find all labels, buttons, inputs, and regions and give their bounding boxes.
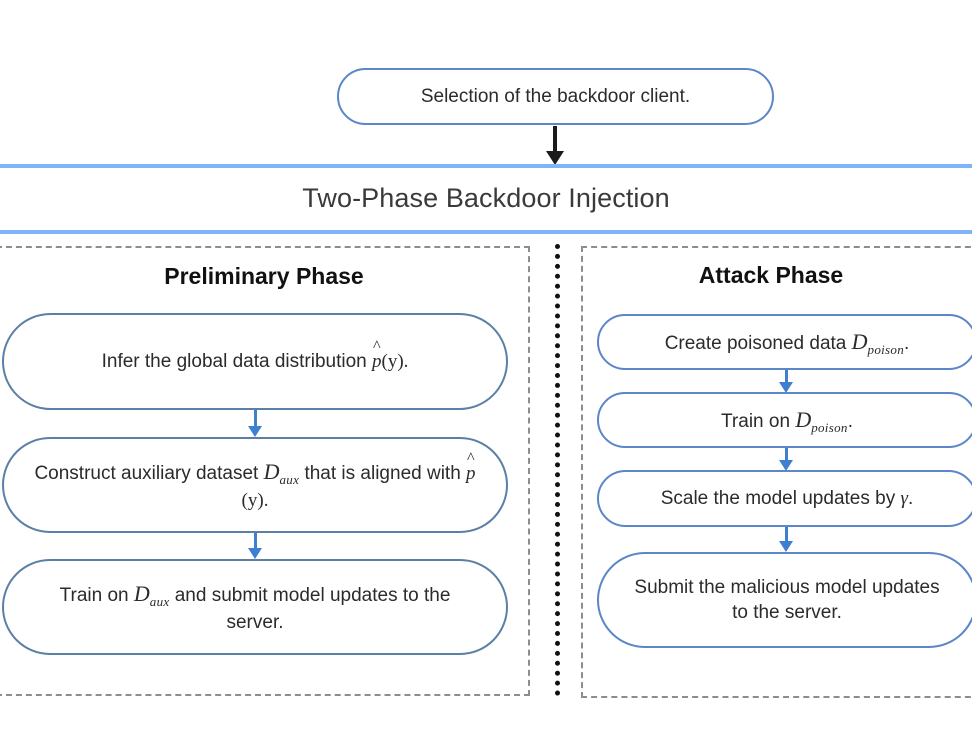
step-scale-model-updates-label: Scale the model updates by γ. (660, 487, 914, 509)
step-infer-distribution[interactable]: Infer the global data distribution p(y). (2, 313, 508, 410)
panel-attack-phase (581, 246, 972, 698)
step-train-and-submit-label: Train on Daux and submit model updates t… (59, 580, 451, 633)
arrow-head (779, 382, 793, 393)
step-scale-model-updates[interactable]: Scale the model updates by γ. (597, 470, 972, 527)
step-train-on-poison-label: Train on Dpoison. (721, 406, 853, 435)
arrow-shaft (553, 126, 557, 153)
arrow-shaft (784, 448, 788, 461)
step-create-poisoned-data-label: Create poisoned data Dpoison. (664, 328, 910, 357)
step-submit-malicious-updates[interactable]: Submit the malicious model updates to th… (597, 552, 972, 648)
step-train-on-poison[interactable]: Train on Dpoison. (597, 392, 972, 448)
panel-title-attack-phase: Attack Phase (698, 262, 844, 288)
step-create-poisoned-data[interactable]: Create poisoned data Dpoison. (597, 314, 972, 370)
arrow-head (248, 426, 262, 437)
banner-rule-bottom (0, 230, 972, 234)
step-construct-auxiliary-dataset[interactable]: Construct auxiliary dataset Daux that is… (2, 437, 508, 533)
step-construct-auxiliary-dataset-label: Construct auxiliary dataset Daux that is… (30, 457, 480, 513)
arrow-head (779, 541, 793, 552)
banner-title: Two-Phase Backdoor Injection (302, 183, 670, 213)
arrow-shaft (784, 527, 788, 541)
step-infer-distribution-label: Infer the global data distribution p(y). (102, 349, 409, 374)
arrow-shaft (253, 410, 257, 426)
step-train-and-submit[interactable]: Train on Daux and submit model updates t… (2, 559, 508, 655)
arrow-shaft (253, 533, 257, 548)
phase-divider (555, 244, 560, 696)
node-selection-of-backdoor-client[interactable]: Selection of the backdoor client. (337, 68, 774, 125)
panel-title-preliminary-phase: Preliminary Phase (164, 263, 364, 289)
arrow-head (779, 460, 793, 471)
arrow-shaft (784, 370, 788, 383)
arrow-head (546, 151, 564, 165)
panel-preliminary-phase (0, 246, 530, 696)
banner-rule-top (0, 164, 972, 168)
node-selection-label: Selection of the backdoor client. (420, 85, 691, 107)
arrow-head (248, 548, 262, 559)
step-submit-malicious-updates-label: Submit the malicious model updates to th… (634, 576, 940, 623)
